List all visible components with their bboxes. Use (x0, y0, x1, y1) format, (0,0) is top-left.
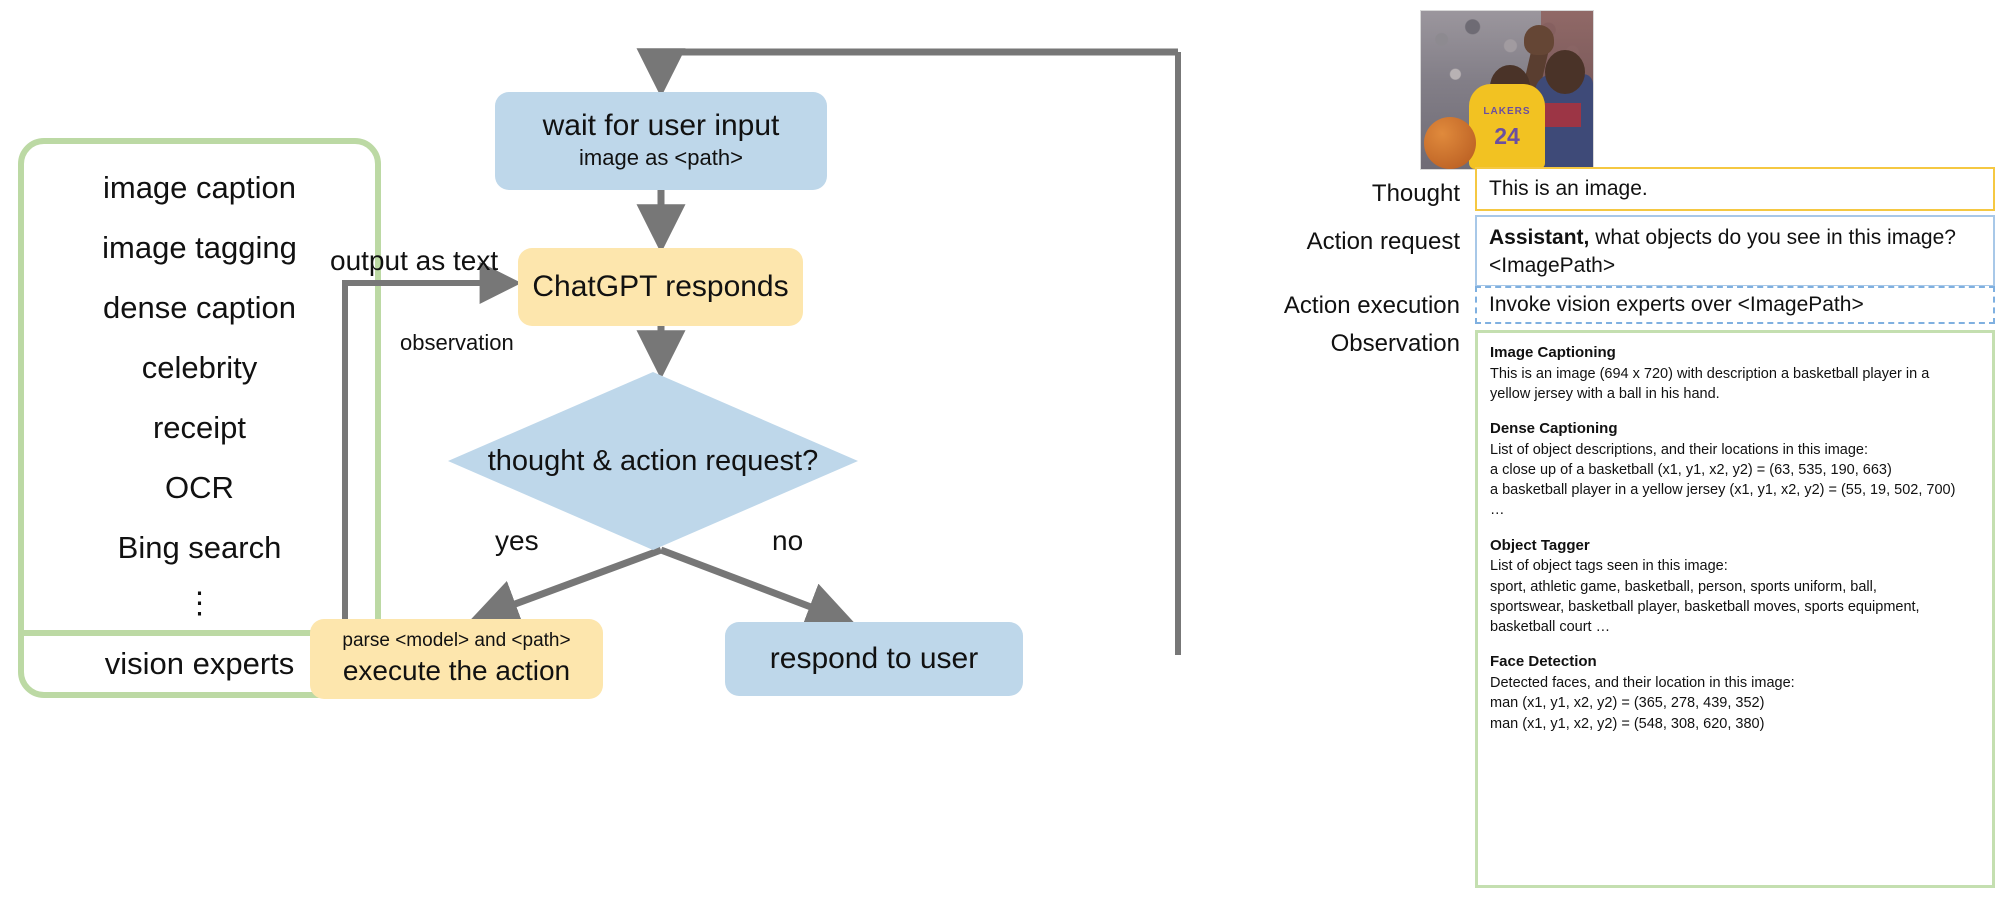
divider (23, 630, 376, 636)
section-line: … (1490, 502, 1506, 519)
observation-label: Observation (1330, 330, 1460, 357)
section-line: sport, athletic game, basketball, person… (1490, 578, 1877, 595)
player-yellow-jersey (1469, 83, 1545, 169)
node-title: respond to user (769, 642, 979, 675)
flow-node-respond-to-user[interactable]: respond to user (725, 622, 1023, 696)
edge-label-observation: observation (400, 330, 514, 355)
action-execution-box: Invoke vision experts over <ImagePath> (1475, 286, 1995, 324)
section-line: yellow jersey with a ball in his hand. (1490, 385, 1720, 402)
action-execution-label: Action execution (1283, 292, 1460, 319)
raised-hand (1524, 25, 1555, 56)
vision-experts-label: vision experts (104, 646, 295, 681)
section-heading: Face Detection (1490, 653, 1597, 671)
flow-node-chatgpt-responds[interactable]: ChatGPT responds (518, 248, 803, 326)
action-request-text: what objects do you see in this image? <… (1489, 226, 1956, 277)
trace-panel: LAKERS Thought This is an image. Action … (1120, 0, 2000, 900)
vision-experts-footer: vision experts (24, 636, 375, 692)
section-heading: Dense Captioning (1490, 420, 1618, 438)
vision-experts-panel: image caption image tagging dense captio… (18, 138, 381, 698)
thought-label: Thought (1371, 180, 1460, 207)
action-request-lead: Assistant, (1489, 226, 1590, 249)
list-item[interactable]: OCR (165, 470, 234, 506)
thought-box: This is an image. (1475, 167, 1995, 211)
section-line: List of object descriptions, and their l… (1490, 441, 1869, 458)
action-request-box: Assistant, what objects do you see in th… (1475, 215, 1995, 287)
node-subtitle: image as <path> (579, 145, 743, 171)
node-title: ChatGPT responds (532, 270, 789, 303)
action-execution-text: Invoke vision experts over <ImagePath> (1489, 293, 1864, 316)
list-item[interactable]: image tagging (102, 230, 297, 266)
section-line: a close up of a basketball (x1, y1, x2, … (1490, 461, 1892, 478)
section-line: This is an image (694 x 720) with descri… (1490, 365, 1930, 382)
list-item[interactable]: image caption (102, 170, 296, 206)
node-title: execute the action (342, 654, 571, 686)
node-subtitle: parse <model> and <path> (342, 629, 571, 651)
section-line: a basketball player in a yellow jersey (… (1490, 482, 1956, 499)
list-item[interactable]: dense caption (102, 290, 297, 326)
node-title: wait for user input (542, 109, 780, 143)
vision-experts-list: image caption image tagging dense captio… (24, 144, 375, 630)
section-heading: Image Captioning (1490, 344, 1616, 361)
list-item[interactable]: Bing search (117, 530, 282, 566)
observation-section: Image Captioning This is an image (694 x… (1490, 343, 1980, 404)
flow-node-decision[interactable]: thought & action request? (448, 372, 858, 550)
thought-text: This is an image. (1489, 177, 1648, 200)
section-line: sportswear, basketball player, basketbal… (1490, 598, 1920, 615)
action-request-label: Action request (1306, 228, 1460, 255)
list-item[interactable]: receipt (152, 410, 247, 446)
list-item[interactable]: celebrity (141, 350, 258, 386)
observation-section: Dense Captioning List of object descript… (1490, 419, 1980, 521)
edge-label-yes: yes (495, 525, 539, 556)
ellipsis-icon: ⋮ (184, 586, 215, 620)
observation-box: Image Captioning This is an image (694 x… (1475, 330, 1995, 888)
edge-label-output-as-text: output as text (330, 245, 499, 276)
section-line: basketball court … (1490, 619, 1611, 636)
flow-node-execute-the-action[interactable]: parse <model> and <path> execute the act… (310, 619, 603, 699)
section-line: Detected faces, and their location in th… (1490, 674, 1795, 691)
node-title: thought & action request? (487, 444, 819, 477)
basketball (1424, 117, 1477, 169)
section-line: man (x1, y1, x2, y2) = (548, 308, 620, 3… (1490, 715, 1765, 732)
edge-label-no: no (772, 525, 804, 556)
section-heading: Object Tagger (1490, 536, 1590, 554)
basketball-player-photo: LAKERS (1420, 10, 1594, 170)
observation-section: Object Tagger List of object tags seen i… (1490, 536, 1980, 638)
observation-section: Face Detection Detected faces, and their… (1490, 652, 1980, 733)
flowchart: wait for user input image as <path> Chat… (300, 0, 1180, 900)
jersey-text: LAKERS (1483, 105, 1531, 117)
flow-node-wait-for-user-input[interactable]: wait for user input image as <path> (495, 92, 827, 190)
section-line: List of object tags seen in this image: (1490, 558, 1728, 575)
section-line: man (x1, y1, x2, y2) = (365, 278, 439, 3… (1490, 695, 1765, 712)
